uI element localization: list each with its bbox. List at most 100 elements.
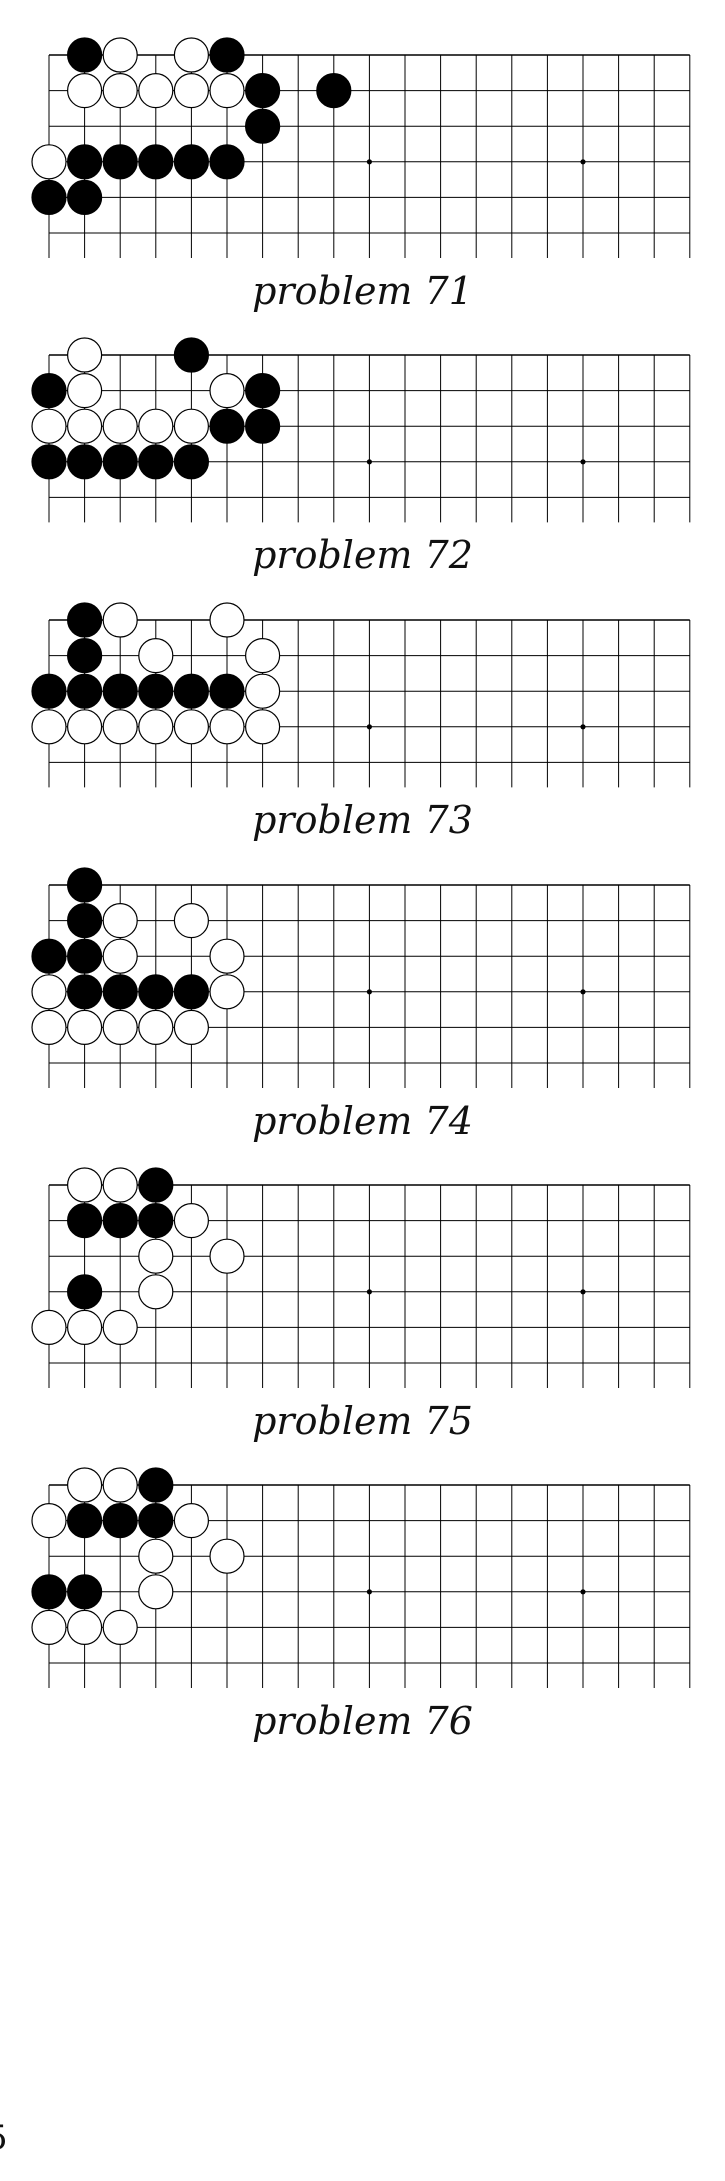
white-stone [31, 1609, 67, 1646]
star-point [580, 459, 586, 465]
black-stone [245, 108, 281, 144]
white-stone [209, 974, 245, 1010]
black-stone [31, 673, 67, 709]
black-stone [66, 673, 103, 709]
white-stone [173, 1009, 209, 1046]
go-board-diagram [31, 602, 691, 788]
problem-caption: problem 76 [252, 1699, 473, 1743]
white-stone [209, 72, 245, 109]
black-stone [66, 637, 103, 674]
black-stone [209, 673, 245, 709]
white-stone [173, 37, 209, 73]
white-stone [31, 974, 67, 1010]
black-stone [66, 1574, 103, 1610]
white-stone [102, 1309, 138, 1346]
white-stone [102, 1609, 138, 1646]
white-stone [138, 1574, 174, 1610]
white-stone [66, 1009, 103, 1046]
white-stone [31, 709, 67, 745]
white-stone [66, 72, 103, 109]
black-stone [102, 1502, 138, 1539]
black-stone [316, 72, 352, 109]
black-stone [66, 144, 103, 180]
black-stone [138, 673, 174, 709]
black-stone [173, 974, 209, 1010]
white-stone [66, 1309, 103, 1346]
white-stone [138, 1538, 174, 1574]
black-stone [138, 1167, 174, 1203]
black-stone [66, 37, 103, 73]
star-point [366, 1589, 372, 1595]
white-stone [102, 709, 138, 745]
white-stone [173, 1202, 209, 1239]
white-stone [66, 408, 103, 444]
black-stone [245, 72, 281, 109]
black-stone [173, 144, 209, 180]
white-stone [209, 602, 245, 638]
star-point [366, 989, 372, 995]
problem-caption: problem 71 [252, 269, 473, 313]
black-stone [66, 1202, 103, 1239]
white-stone [173, 408, 209, 444]
black-stone [102, 1202, 138, 1239]
white-stone [173, 72, 209, 109]
black-stone [66, 867, 103, 903]
star-point [580, 989, 586, 995]
white-stone [102, 408, 138, 444]
black-stone [102, 144, 138, 180]
go-board-diagram [31, 867, 691, 1088]
go-board-diagram [31, 37, 691, 258]
problem-caption: problem 74 [252, 1099, 473, 1143]
star-point [580, 724, 586, 730]
white-stone [209, 373, 245, 409]
white-stone [31, 1502, 67, 1539]
black-stone [209, 408, 245, 444]
white-stone [102, 902, 138, 939]
black-stone [31, 373, 67, 409]
white-stone [102, 602, 138, 638]
black-stone [102, 444, 138, 480]
white-stone [66, 373, 103, 409]
black-stone [31, 938, 67, 974]
black-stone [31, 444, 67, 480]
star-point [366, 159, 372, 165]
go-board-diagram [31, 1467, 691, 1688]
white-stone [66, 1167, 103, 1203]
star-point [366, 724, 372, 730]
black-stone [66, 902, 103, 939]
problem-caption: problem 73 [252, 798, 473, 843]
star-point [580, 1589, 586, 1595]
black-stone [66, 444, 103, 480]
white-stone [138, 637, 174, 674]
black-stone [173, 444, 209, 480]
white-stone [209, 1238, 245, 1274]
white-stone [66, 1609, 103, 1646]
problem-caption: problem 75 [252, 1399, 473, 1443]
black-stone [138, 1202, 174, 1239]
white-stone [173, 709, 209, 745]
white-stone [31, 1309, 67, 1346]
star-point [580, 1289, 586, 1295]
white-stone [173, 902, 209, 939]
white-stone [173, 1502, 209, 1539]
white-stone [66, 337, 103, 373]
white-stone [66, 709, 103, 745]
black-stone [138, 444, 174, 480]
page-number: 5 [0, 2118, 8, 2158]
white-stone [102, 938, 138, 974]
black-stone [66, 974, 103, 1010]
white-stone [102, 37, 138, 73]
white-stone [102, 1009, 138, 1046]
black-stone [66, 1274, 103, 1310]
white-stone [102, 1467, 138, 1503]
star-point [366, 1289, 372, 1295]
white-stone [245, 709, 281, 745]
black-stone [66, 602, 103, 638]
black-stone [102, 974, 138, 1010]
white-stone [31, 408, 67, 444]
black-stone [173, 337, 209, 373]
black-stone [209, 144, 245, 180]
go-board-diagram [31, 337, 691, 523]
black-stone [138, 974, 174, 1010]
black-stone [173, 673, 209, 709]
